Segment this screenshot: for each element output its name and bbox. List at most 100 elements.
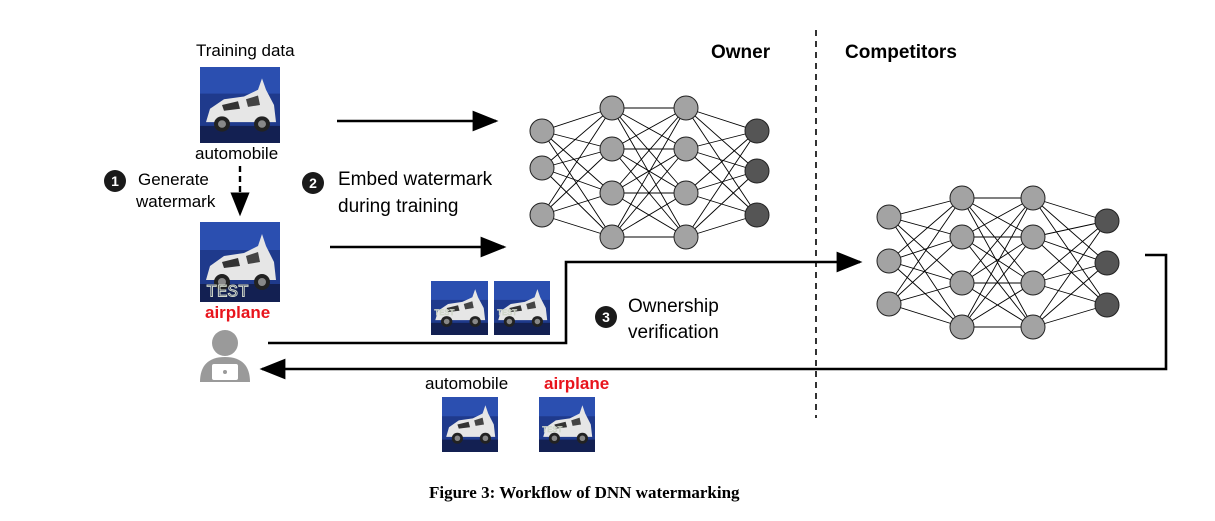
- network-edge: [888, 197, 963, 218]
- step-1-badge: 1: [104, 170, 126, 192]
- network-edge: [685, 170, 758, 238]
- step-1-text-line1: Generate: [138, 170, 209, 189]
- network-node: [599, 95, 625, 121]
- network-node: [529, 155, 555, 181]
- network-node: [599, 224, 625, 250]
- network-edge: [888, 303, 963, 328]
- output-node: [1094, 250, 1120, 276]
- step-2-badge: 2: [302, 172, 324, 194]
- watermarked-image: TEST: [200, 222, 280, 302]
- svg-text:TEST: TEST: [497, 309, 517, 318]
- step-2-text-line1: Embed watermark: [338, 169, 493, 190]
- network-node: [1020, 270, 1046, 296]
- automobile-label: automobile: [195, 144, 279, 163]
- network-edge: [961, 197, 1034, 284]
- network-node: [949, 185, 975, 211]
- network-edge: [961, 282, 1034, 328]
- network-edge: [685, 107, 758, 172]
- network-edge: [888, 260, 963, 328]
- network-edge: [1032, 282, 1108, 306]
- step-3-text-line1: Ownership: [628, 296, 719, 317]
- query-image-2: TEST: [494, 281, 550, 335]
- svg-text:TEST: TEST: [542, 425, 562, 435]
- user-icon: [200, 330, 250, 382]
- network-edge: [611, 148, 687, 238]
- competitors-heading: Competitors: [845, 42, 957, 63]
- network-edge: [541, 107, 613, 169]
- network-node: [599, 180, 625, 206]
- network-edge: [961, 197, 1034, 328]
- network-edge: [685, 130, 758, 238]
- svg-text:TEST: TEST: [206, 282, 248, 302]
- network-edge: [1032, 220, 1108, 284]
- network-edge: [541, 148, 613, 216]
- network-edge: [611, 148, 687, 194]
- network-node: [876, 204, 902, 230]
- network-edge: [888, 216, 963, 238]
- training-data-label: Training data: [196, 41, 295, 60]
- network-edge: [888, 216, 963, 284]
- network-edge: [611, 107, 687, 194]
- network-edge: [888, 260, 963, 284]
- result-airplane-label: airplane: [544, 374, 610, 393]
- network-edge: [961, 236, 1034, 284]
- airplane-target-label: airplane: [205, 303, 271, 322]
- network-edge: [541, 130, 613, 238]
- network-node: [949, 224, 975, 250]
- network-edge: [1032, 220, 1108, 238]
- result-automobile-label: automobile: [425, 374, 509, 393]
- network-node: [599, 136, 625, 162]
- step-3-text-line2: verification: [628, 322, 719, 343]
- owner-neural-network: [529, 95, 770, 250]
- network-node: [673, 95, 699, 121]
- network-edge: [961, 236, 1034, 328]
- network-node: [949, 314, 975, 340]
- network-edge: [611, 107, 687, 150]
- network-node: [673, 224, 699, 250]
- network-edge: [888, 197, 963, 262]
- network-edge: [1032, 262, 1108, 284]
- step-3-badge: 3: [595, 306, 617, 328]
- network-edge: [1032, 220, 1108, 328]
- network-edge: [961, 197, 1034, 238]
- competitor-neural-network: [876, 185, 1120, 340]
- network-edge: [611, 107, 687, 238]
- network-node: [673, 136, 699, 162]
- network-node: [1020, 314, 1046, 340]
- figure-caption: Figure 3: Workflow of DNN watermarking: [429, 483, 740, 502]
- network-edge: [1032, 236, 1108, 306]
- result-image-automobile: [442, 397, 498, 452]
- network-node: [529, 202, 555, 228]
- network-edge: [888, 236, 963, 305]
- owner-heading: Owner: [711, 42, 771, 63]
- output-node: [1094, 208, 1120, 234]
- network-edge: [541, 107, 613, 216]
- network-edge: [1032, 304, 1108, 328]
- step-2-text-line2: during training: [338, 196, 459, 217]
- training-image-automobile: [200, 67, 280, 143]
- network-edge: [611, 192, 687, 238]
- network-edge: [1032, 262, 1108, 328]
- output-node: [744, 158, 770, 184]
- network-edge: [888, 282, 963, 305]
- result-image-airplane: TEST: [539, 397, 595, 452]
- response-arrow: [259, 253, 1168, 380]
- query-image-1: TEST: [431, 281, 488, 335]
- svg-text:TEST: TEST: [434, 309, 454, 318]
- network-node: [673, 180, 699, 206]
- step-1-text-line2: watermark: [136, 192, 216, 211]
- network-node: [876, 291, 902, 317]
- network-edge: [1032, 197, 1108, 264]
- network-node: [949, 270, 975, 296]
- network-edge: [685, 130, 758, 194]
- network-edge: [541, 167, 613, 238]
- output-node: [744, 202, 770, 228]
- network-edge: [888, 236, 963, 262]
- network-node: [1020, 185, 1046, 211]
- output-node: [744, 118, 770, 144]
- output-node: [1094, 292, 1120, 318]
- query-arrow: [268, 251, 863, 345]
- network-node: [1020, 224, 1046, 250]
- network-edge: [888, 197, 963, 305]
